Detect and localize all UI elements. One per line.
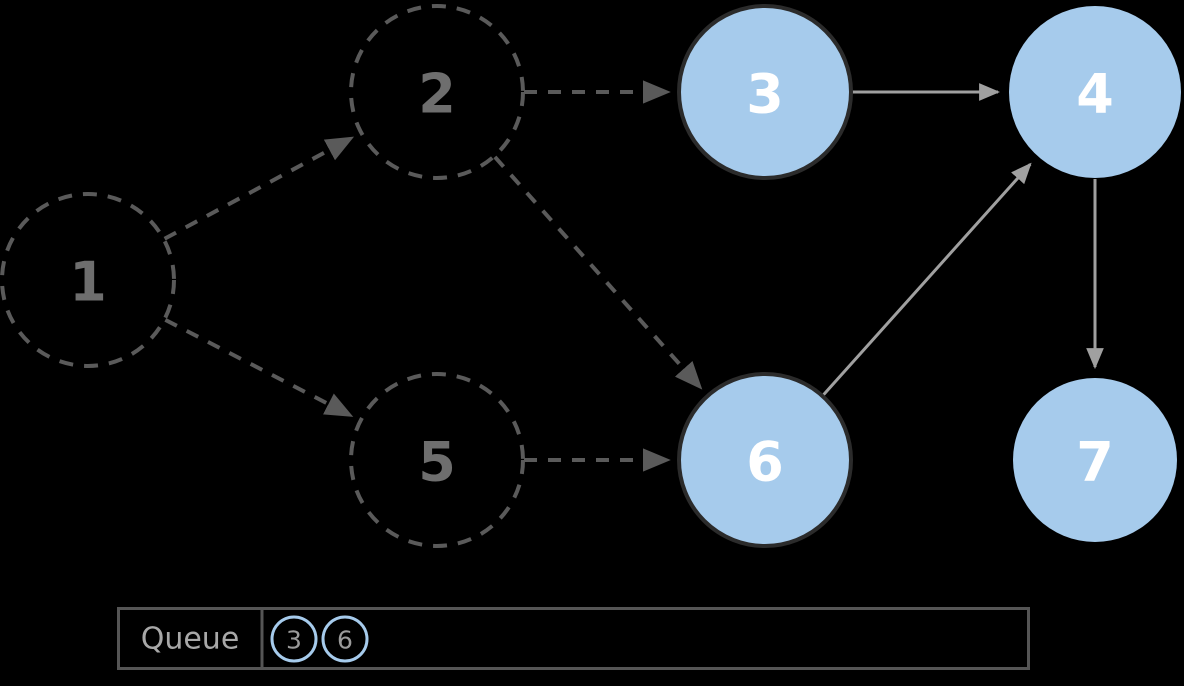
- queue-panel: Queue 3 6: [117, 607, 1030, 670]
- graph-node-4[interactable]: 4: [1009, 6, 1181, 178]
- node-label-2: 2: [418, 63, 456, 126]
- nodes-layer: 1 2 3 4 5 6 7: [0, 4, 1181, 548]
- queue-item-label: 3: [286, 626, 302, 655]
- edge-1-to-2: [163, 136, 355, 241]
- queue-caption-label: Queue: [141, 622, 240, 657]
- queue-item-label: 6: [337, 626, 353, 655]
- node-label-1: 1: [69, 251, 107, 314]
- queue-item-circle: [270, 615, 318, 663]
- node-circle-7: [1013, 378, 1177, 542]
- queue-item-3[interactable]: 3: [270, 615, 318, 663]
- edges-layer: [163, 80, 1104, 472]
- graph-node-5[interactable]: 5: [349, 372, 525, 548]
- queue-item-6[interactable]: 6: [321, 615, 369, 663]
- node-circle-4: [1009, 6, 1181, 178]
- node-label-3: 3: [746, 63, 784, 126]
- graph-node-7[interactable]: 7: [1013, 378, 1177, 542]
- node-circle-3: [677, 4, 853, 180]
- node-circle-1: [0, 192, 176, 368]
- graph-node-2[interactable]: 2: [349, 4, 525, 180]
- queue-item-circle: [321, 615, 369, 663]
- edge-2-to-6: [493, 155, 703, 390]
- node-label-7: 7: [1076, 431, 1114, 494]
- graph-node-3[interactable]: 3: [677, 4, 853, 180]
- edge-1-to-5: [164, 318, 354, 418]
- node-circle-6: [677, 372, 853, 548]
- node-label-4: 4: [1076, 63, 1114, 126]
- graph-node-6[interactable]: 6: [677, 372, 853, 548]
- node-label-6: 6: [746, 431, 784, 494]
- queue-box-outline: [117, 607, 1030, 670]
- edge-6-to-4: [821, 162, 1032, 397]
- node-circle-2: [349, 4, 525, 180]
- node-circle-5: [349, 372, 525, 548]
- node-label-5: 5: [418, 431, 456, 494]
- graph-node-1[interactable]: 1: [0, 192, 176, 368]
